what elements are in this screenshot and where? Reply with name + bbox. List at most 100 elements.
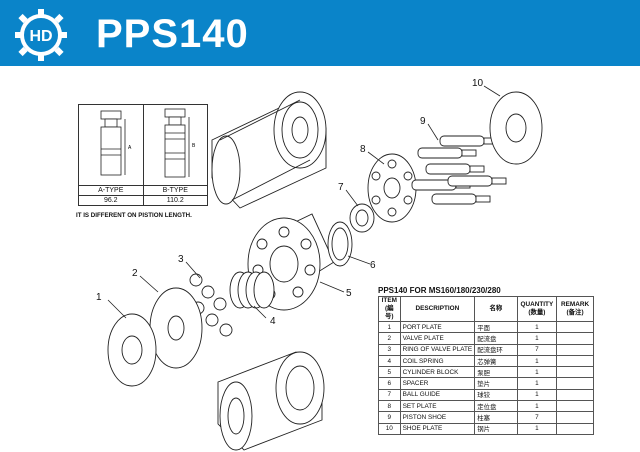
coil-spring-icon (229, 271, 275, 309)
row-remark (556, 343, 594, 356)
table-row: 1 PORT PLATE 平面 1 (378, 320, 594, 334)
row-item: 1 (378, 320, 401, 334)
row-name: 配流盘 (474, 332, 518, 345)
table-row: 6 SPACER 垫片 1 (378, 377, 594, 390)
callout-3: 3 (178, 254, 184, 265)
row-item: 3 (378, 343, 401, 356)
row-name: 球铰 (474, 388, 518, 402)
row-quantity: 7 (516, 411, 558, 424)
port-plate-icon (107, 313, 157, 387)
row-item: 5 (378, 366, 401, 379)
row-name: 泵胆 (474, 366, 518, 379)
row-quantity: 1 (516, 400, 558, 413)
row-name: 平面 (474, 320, 518, 334)
table-row: 5 CYLINDER BLOCK 泵胆 1 (378, 366, 594, 379)
row-quantity: 1 (516, 354, 558, 368)
piston-a-icon: A (100, 110, 132, 176)
row-description: RING OF VALVE PLATE (399, 343, 476, 356)
row-remark (556, 422, 594, 435)
valve-plate-icon (149, 287, 203, 369)
col-description: DESCRIPTION (399, 296, 476, 322)
row-quantity: 1 (516, 377, 558, 390)
col-name: 名称 (474, 296, 518, 322)
page-title: PPS140 (96, 12, 249, 56)
col-remark: REMARK (备注) (556, 296, 594, 322)
row-item: 6 (378, 377, 401, 390)
col-quantity: QUANTITY (数量) (516, 296, 558, 322)
row-quantity: 1 (516, 422, 558, 435)
row-description: CYLINDER BLOCK (399, 366, 476, 379)
callout-7: 7 (338, 182, 344, 193)
row-quantity: 7 (516, 343, 558, 356)
row-description: SPACER (399, 377, 476, 390)
dim-a-label: A (128, 145, 132, 151)
row-remark (556, 354, 594, 368)
callout-5: 5 (346, 288, 352, 299)
housing-top-icon (211, 91, 327, 209)
row-remark (556, 411, 594, 424)
callout-4: 4 (270, 316, 276, 327)
row-quantity: 1 (516, 332, 558, 345)
header-banner: HD PPS140 (0, 0, 640, 66)
shoe-plate-icon (489, 91, 543, 165)
row-quantity: 1 (516, 388, 558, 402)
callout-8: 8 (360, 144, 366, 155)
row-remark (556, 400, 594, 413)
spacer-ring-icon (327, 221, 353, 267)
callout-1: 1 (96, 292, 102, 303)
row-name: 芯弹簧 (474, 354, 518, 368)
row-description: PORT PLATE (399, 320, 476, 334)
piston-length-note: IT IS DIFFERENT ON PISTION LENGTH. (76, 212, 192, 219)
row-item: 8 (378, 400, 401, 413)
row-name: 垫片 (474, 377, 518, 390)
row-name: 定位盘 (474, 400, 518, 413)
table-row: 2 VALVE PLATE 配流盘 1 (378, 332, 594, 345)
row-item: 2 (378, 332, 401, 345)
ball-guide-icon (349, 203, 375, 233)
callout-2: 2 (132, 268, 138, 279)
b-type-value: 110.2 (142, 195, 208, 206)
table-row: 8 SET PLATE 定位盘 1 (378, 400, 594, 413)
row-remark (556, 332, 594, 345)
row-quantity: 1 (516, 320, 558, 334)
piston-type-table: A B A-TYPE B-TYPE 96.2 (78, 104, 208, 206)
row-quantity: 1 (516, 366, 558, 379)
table-row: 4 COIL SPRING 芯弹簧 1 (378, 354, 594, 368)
set-plate-icon (367, 153, 417, 223)
table-row: 10 SHOE PLATE 钢片 1 (378, 422, 594, 435)
row-name: 柱塞 (474, 411, 518, 424)
row-remark (556, 388, 594, 402)
row-description: COIL SPRING (399, 354, 476, 368)
row-remark (556, 366, 594, 379)
row-description: BALL GUIDE (399, 388, 476, 402)
logo-letters: HD (29, 28, 52, 45)
callout-6: 6 (370, 260, 376, 271)
row-name: 配流盘环 (474, 343, 518, 356)
row-item: 4 (378, 354, 401, 368)
callout-10: 10 (472, 78, 484, 89)
brand-logo-icon: HD (15, 9, 67, 61)
row-item: 10 (378, 422, 401, 435)
piston-b-icon: B (164, 108, 196, 178)
row-item: 9 (378, 411, 401, 424)
row-name: 钢片 (474, 422, 518, 435)
callout-9: 9 (420, 116, 426, 127)
parts-list-table: ITEM (編号) DESCRIPTION 名称 QUANTITY (数量) R… (378, 296, 594, 435)
table-row: 9 PISTON SHOE 柱塞 7 (378, 411, 594, 424)
row-description: PISTON SHOE (399, 411, 476, 424)
row-remark (556, 377, 594, 390)
b-type-piston-drawing: B (142, 104, 208, 186)
piston-shoes-icon (411, 135, 507, 205)
housing-bottom-icon (217, 351, 325, 451)
parts-list-title: PPS140 FOR MS160/180/230/280 (378, 286, 501, 295)
col-item: ITEM (編号) (378, 296, 401, 322)
table-row: 7 BALL GUIDE 球铰 1 (378, 388, 594, 402)
dim-b-label: B (192, 143, 196, 149)
a-type-piston-drawing: A (78, 104, 144, 186)
row-remark (556, 320, 594, 334)
table-row: 3 RING OF VALVE PLATE 配流盘环 7 (378, 343, 594, 356)
row-description: SHOE PLATE (399, 422, 476, 435)
row-description: VALVE PLATE (399, 332, 476, 345)
row-description: SET PLATE (399, 400, 476, 413)
exploded-view-drawing (107, 85, 543, 451)
